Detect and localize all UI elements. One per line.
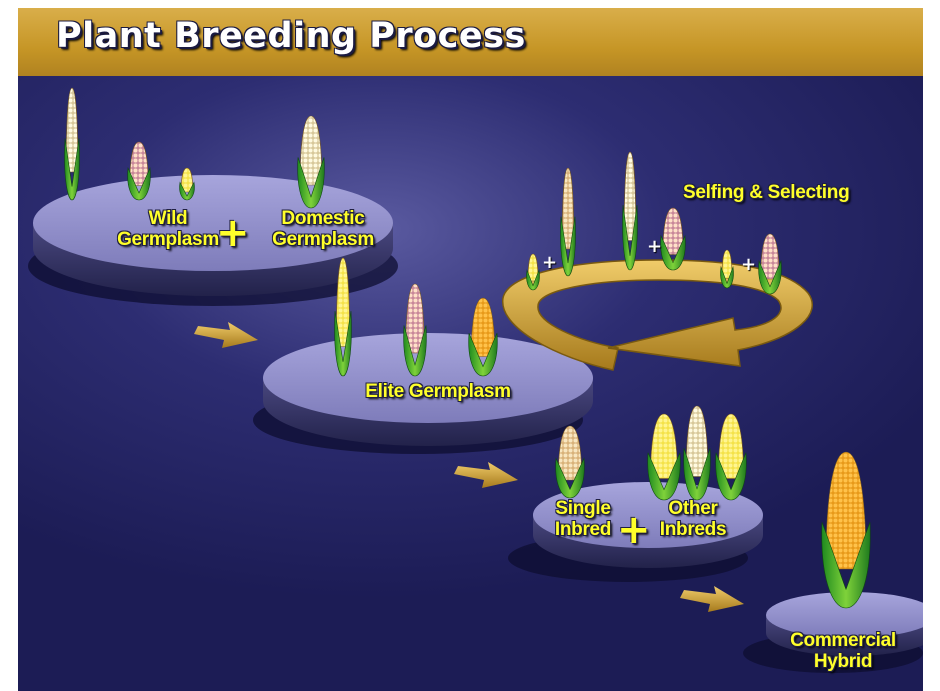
- platform-inbreds: [508, 482, 763, 582]
- process-diagram: [28, 87, 923, 673]
- corn-ear-icon: [334, 257, 352, 377]
- corn-ear-icon: [64, 87, 80, 201]
- corn-ear-icon: [403, 283, 427, 377]
- domestic-germplasm-text: Domestic Germplasm: [272, 208, 374, 250]
- other-inbreds-text: Other Inbreds: [659, 498, 727, 540]
- platform-elite: [253, 333, 593, 454]
- corn-ear-icon: [526, 253, 540, 291]
- label-wild-germplasm: Wild Germplasm: [103, 208, 233, 250]
- corn-ear-icon: [660, 207, 686, 271]
- corn-ear-icon: [758, 233, 782, 295]
- cross-plus-sign: +: [741, 254, 757, 275]
- corn-ear-icon: [720, 249, 734, 289]
- right-arrow-icon: [680, 586, 744, 612]
- right-arrow-icon: [454, 462, 518, 488]
- cross-plus-sign: +: [647, 236, 663, 257]
- corn-layer: [64, 87, 871, 609]
- corn-ear-icon: [622, 151, 638, 271]
- cross-plus-sign: +: [542, 252, 558, 273]
- plus-sign: +: [216, 210, 250, 256]
- corn-ear-icon: [821, 451, 871, 609]
- label-selfing-selecting: Selfing & Selecting: [683, 182, 850, 203]
- corn-ear-icon: [715, 413, 747, 501]
- label-elite-germplasm: Elite Germplasm: [365, 381, 511, 402]
- right-arrow-icon: [194, 322, 258, 348]
- corn-ear-icon: [297, 115, 325, 209]
- single-inbred-text: Single Inbred: [554, 498, 612, 540]
- corn-ear-icon: [683, 405, 711, 501]
- commercial-hybrid-text: Commercial Hybrid: [790, 630, 896, 672]
- page-title: Plant Breeding Process: [56, 16, 526, 56]
- wild-germplasm-text: Wild Germplasm: [117, 208, 219, 250]
- diagram-canvas: Plant Breeding Process: [18, 8, 923, 691]
- plus-sign: +: [617, 507, 651, 553]
- cycle-arrow-icon: [502, 259, 813, 371]
- label-domestic-germplasm: Domestic Germplasm: [258, 208, 388, 250]
- label-commercial-hybrid: Commercial Hybrid: [778, 630, 908, 672]
- corn-ear-icon: [555, 425, 585, 499]
- corn-ear-icon: [560, 167, 576, 277]
- label-single-inbred: Single Inbred: [543, 498, 623, 540]
- corn-ear-icon: [468, 297, 498, 377]
- corn-ear-icon: [179, 167, 195, 201]
- corn-ear-icon: [647, 413, 681, 501]
- label-other-inbreds: Other Inbreds: [648, 498, 738, 540]
- corn-ear-icon: [127, 141, 151, 201]
- platform-hybrid: [743, 592, 923, 673]
- title-bar: Plant Breeding Process: [18, 8, 923, 76]
